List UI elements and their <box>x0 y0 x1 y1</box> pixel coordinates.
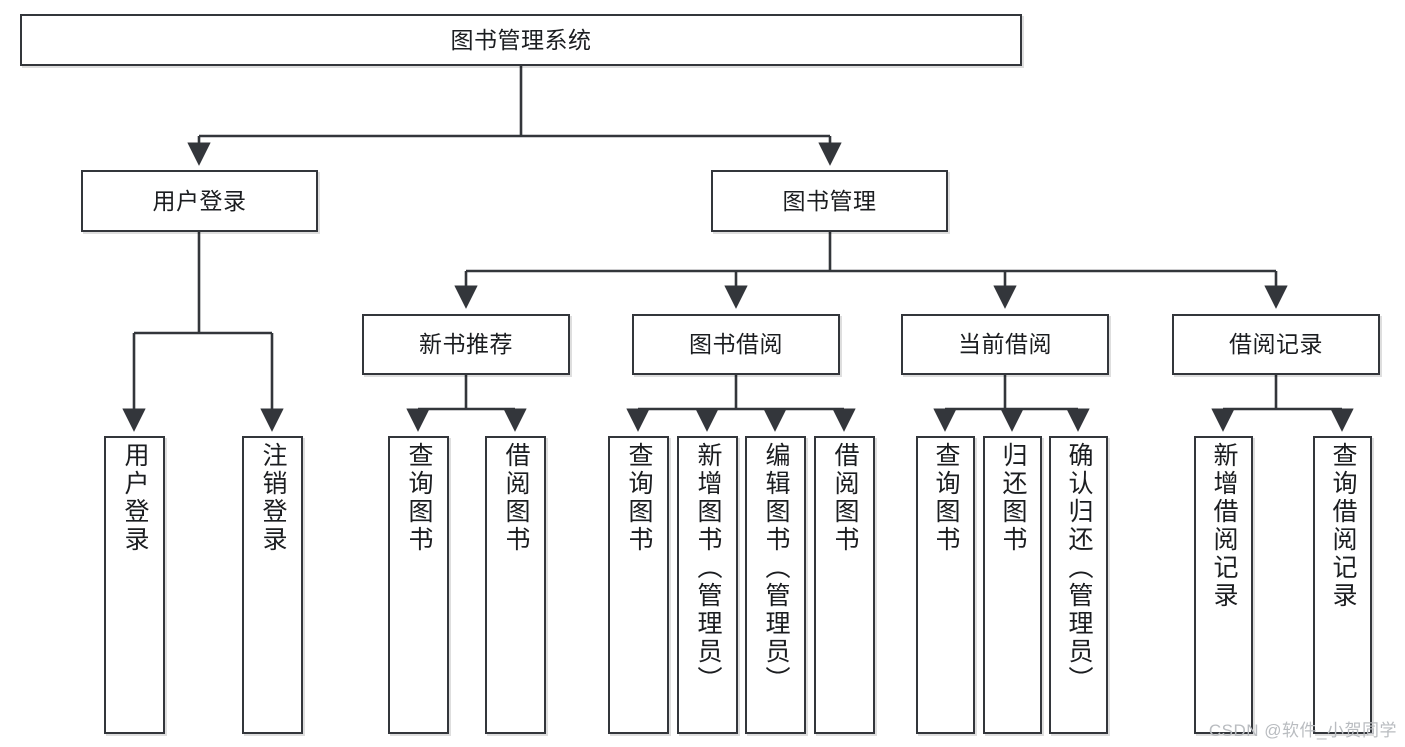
node-user-login[interactable]: 用户登录 <box>81 170 318 232</box>
leaf-edit-book-admin[interactable]: 编辑图书（管理员） <box>745 436 806 734</box>
node-new-book-recommend-label: 新书推荐 <box>419 331 513 358</box>
leaf-query-book-borrow[interactable]: 查询图书 <box>608 436 669 734</box>
node-book-management[interactable]: 图书管理 <box>711 170 948 232</box>
leaf-add-book-admin-label: 新增图书（管理员） <box>694 442 722 694</box>
leaf-query-book-newbook-label: 查询图书 <box>405 442 433 554</box>
leaf-confirm-return-admin[interactable]: 确认归还（管理员） <box>1049 436 1108 734</box>
leaf-edit-book-admin-label: 编辑图书（管理员） <box>762 442 790 694</box>
node-root[interactable]: 图书管理系统 <box>20 14 1022 66</box>
node-current-borrow[interactable]: 当前借阅 <box>901 314 1109 375</box>
leaf-query-book-current[interactable]: 查询图书 <box>916 436 975 734</box>
node-book-management-label: 图书管理 <box>782 187 877 214</box>
leaf-user-login[interactable]: 用户登录 <box>104 436 165 734</box>
leaf-borrow-book-newbook-label: 借阅图书 <box>502 442 530 554</box>
leaf-logout[interactable]: 注销登录 <box>242 436 303 734</box>
leaf-logout-label: 注销登录 <box>259 442 287 554</box>
node-root-label: 图书管理系统 <box>450 26 592 53</box>
leaf-query-book-borrow-label: 查询图书 <box>625 442 653 554</box>
leaf-add-borrow-record-label: 新增借阅记录 <box>1210 442 1238 610</box>
leaf-user-login-label: 用户登录 <box>121 442 149 554</box>
node-current-borrow-label: 当前借阅 <box>958 331 1052 358</box>
node-book-borrow-label: 图书借阅 <box>689 331 783 358</box>
watermark: CSDN @软件_小贺同学 <box>1208 721 1397 740</box>
node-borrow-record-label: 借阅记录 <box>1229 331 1323 358</box>
leaf-query-borrow-record[interactable]: 查询借阅记录 <box>1313 436 1372 734</box>
leaf-confirm-return-admin-label: 确认归还（管理员） <box>1065 442 1093 694</box>
node-book-borrow[interactable]: 图书借阅 <box>632 314 840 375</box>
leaf-query-book-current-label: 查询图书 <box>932 442 960 554</box>
node-borrow-record[interactable]: 借阅记录 <box>1172 314 1380 375</box>
leaf-query-book-newbook[interactable]: 查询图书 <box>388 436 449 734</box>
node-user-login-label: 用户登录 <box>152 187 247 214</box>
leaf-return-book-label: 归还图书 <box>999 442 1027 554</box>
node-new-book-recommend[interactable]: 新书推荐 <box>362 314 570 375</box>
leaf-return-book[interactable]: 归还图书 <box>983 436 1042 734</box>
leaf-add-book-admin[interactable]: 新增图书（管理员） <box>677 436 738 734</box>
leaf-borrow-book-newbook[interactable]: 借阅图书 <box>485 436 546 734</box>
leaf-borrow-book-label: 借阅图书 <box>831 442 859 554</box>
leaf-borrow-book[interactable]: 借阅图书 <box>814 436 875 734</box>
leaf-add-borrow-record[interactable]: 新增借阅记录 <box>1194 436 1253 734</box>
leaf-query-borrow-record-label: 查询借阅记录 <box>1329 442 1357 610</box>
